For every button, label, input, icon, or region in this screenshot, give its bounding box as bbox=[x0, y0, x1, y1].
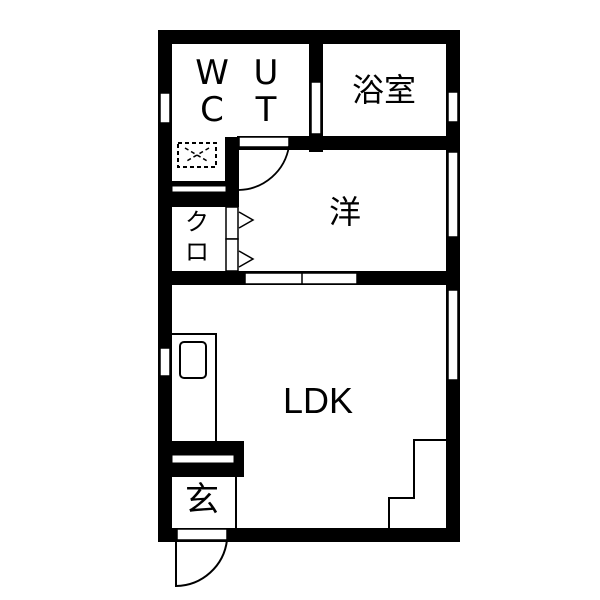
room-label-t: T bbox=[255, 90, 277, 130]
room-label-closet-2: ロ bbox=[185, 238, 209, 266]
room-label-w: W bbox=[195, 53, 229, 93]
room-label-closet-1: ク bbox=[185, 208, 209, 236]
room-label-ldk: LDK bbox=[282, 380, 354, 421]
room-label-bath: 浴室 bbox=[351, 71, 416, 109]
room-label-u: U bbox=[253, 53, 279, 93]
room-label-c: C bbox=[200, 90, 224, 130]
room-label-entrance: 玄 bbox=[185, 480, 219, 520]
room-label-western: 洋 bbox=[328, 193, 361, 231]
windows bbox=[159, 91, 459, 381]
